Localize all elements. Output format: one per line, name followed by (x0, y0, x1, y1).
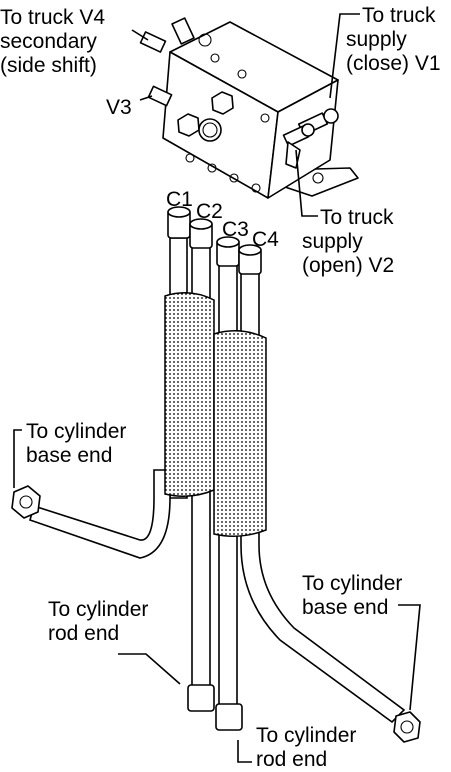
valve-block (139, 17, 359, 199)
label-v2-line1: To truck (320, 206, 394, 229)
label-c4: C4 (252, 228, 279, 251)
label-cyl-rod-bottom-line2: rod end (256, 748, 327, 771)
label-v4-line3: (side shift) (0, 54, 97, 77)
label-v4-line1: To truck V4 (0, 6, 105, 29)
labels: To truck V4 secondary (side shift) To tr… (0, 4, 441, 771)
label-v2-line2: supply (302, 230, 363, 253)
hose-top-fittings (167, 206, 262, 275)
label-cyl-rod-bottom-line1: To cylinder (256, 724, 356, 747)
label-v1-line2: supply (346, 28, 407, 51)
label-v3: V3 (106, 96, 132, 119)
label-v4-line2: secondary (0, 30, 97, 53)
label-cyl-base-left-line2: base end (26, 444, 112, 467)
label-cyl-base-right-line1: To cylinder (302, 572, 402, 595)
label-cyl-rod-left-line1: To cylinder (48, 598, 148, 621)
label-v2-line3: (open) V2 (302, 254, 394, 277)
label-cyl-base-left-line1: To cylinder (26, 420, 126, 443)
label-c1: C1 (166, 188, 193, 211)
label-cyl-rod-left-line2: rod end (48, 622, 119, 645)
label-c2: C2 (196, 200, 223, 223)
label-cyl-base-right-line2: base end (302, 596, 388, 619)
label-c3: C3 (222, 218, 249, 241)
label-v1-line1: To truck (362, 4, 436, 27)
leader-lines (13, 13, 421, 763)
hose-bottom-fittings (11, 485, 421, 743)
label-v1-line3: (close) V1 (346, 52, 441, 75)
mesh-sleeves (164, 292, 267, 537)
